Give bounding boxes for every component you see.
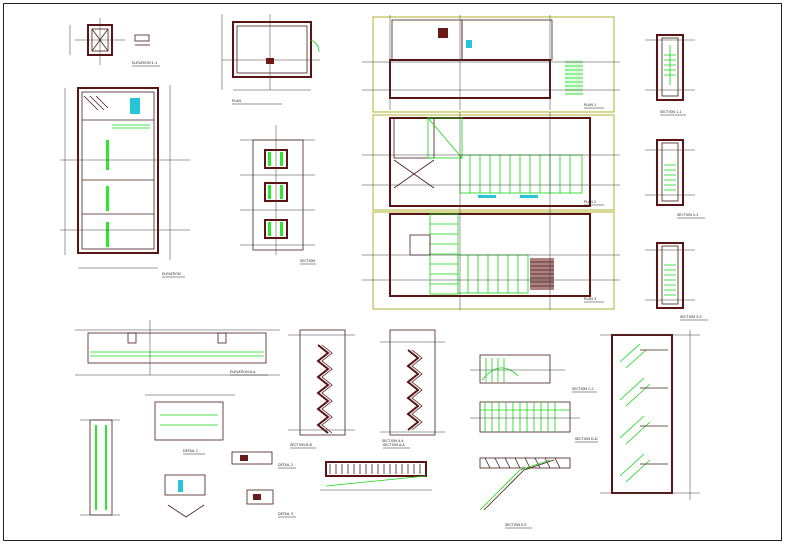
column-detail: [80, 419, 120, 516]
connection-detail-b: [246, 489, 274, 505]
beam-detail: [145, 394, 235, 441]
tall-stair-section: [600, 330, 700, 500]
stair-detail-1: [645, 34, 695, 101]
drawing-title: PLAN: [232, 99, 241, 103]
drawing-title: SECTION: [300, 259, 315, 263]
title-section-d-d: SECTION D-D: [575, 437, 598, 443]
stair-detail-2: [645, 139, 695, 206]
drawing-title: SECTION 2-2: [677, 213, 699, 217]
title-detail-1: DETAIL 1: [183, 449, 205, 455]
title-section-b-b: SECTION B-B: [290, 443, 316, 449]
drawing-title: ELEVATION: [162, 272, 181, 276]
title-detail-2: DETAIL 2: [278, 463, 296, 469]
drawing-title: SECTION B-B: [290, 443, 312, 447]
title-plan-3: PLAN 3: [584, 297, 604, 303]
stair-section-a-a: [380, 329, 445, 436]
window-section-detail: [240, 125, 315, 255]
title-plan-2: PLAN 2: [584, 200, 604, 206]
drawing-title: SECTION C-C: [572, 387, 595, 391]
stair-section-b-b: [288, 329, 355, 436]
plan-level-1: [362, 15, 620, 113]
title-section-4-4: SECTION 4-4: [382, 439, 404, 443]
footing-detail: [164, 474, 206, 518]
drawing-title: ELEVATION 1-1: [132, 61, 157, 65]
title-section-a-a: SECTION A-A: [383, 443, 410, 449]
drawing-title: ELEVATION A-A: [230, 370, 256, 374]
title-elevation-a-a: ELEVATION A-A: [230, 370, 268, 376]
title-plan-1: PLAN 1: [584, 103, 604, 109]
room-plan-detail: [221, 14, 320, 91]
drawing-title: SECTION 4-4: [382, 439, 404, 443]
sheet-border: [3, 3, 782, 541]
title-elevation-1-1: ELEVATION 1-1: [132, 61, 160, 67]
stair-detail-3: [645, 242, 695, 309]
title-section-2-2: SECTION 2-2: [677, 213, 705, 219]
left-tall-floor-plan: [60, 85, 190, 269]
connection-detail-a: [231, 451, 273, 465]
plan-level-2: [362, 112, 620, 211]
plan-level-3: [362, 210, 620, 310]
title-section-e-e: SECTION E-E: [505, 523, 532, 529]
stair-plan-c: [470, 354, 565, 384]
title-plan: PLAN: [232, 99, 282, 105]
title-section-3-3: SECTION 3-3: [680, 315, 708, 321]
drawing-title: DETAIL 2: [278, 463, 293, 467]
title-section: SECTION: [300, 259, 316, 265]
drawing-title: DETAIL 1: [183, 449, 198, 453]
title-section-c-c: SECTION C-C: [572, 387, 597, 393]
drawing-title: SECTION 3-3: [680, 315, 702, 319]
title-section-1-1: SECTION 1-1: [660, 110, 686, 116]
drawing-title: PLAN 1: [584, 103, 596, 107]
drawing-title: SECTION A-A: [383, 443, 405, 447]
title-detail-3: DETAIL 3: [278, 512, 296, 518]
drawing-title: PLAN 3: [584, 297, 596, 301]
drawing-title: PLAN 2: [584, 200, 596, 204]
stair-elevation-e: [479, 457, 571, 511]
drawing-title: SECTION E-E: [505, 523, 527, 527]
drawing-title: SECTION D-D: [575, 437, 598, 441]
small-plan-detail: [69, 18, 150, 65]
stair-plan-d: [470, 401, 580, 433]
long-elevation: [75, 320, 280, 376]
drawing-title: DETAIL 3: [278, 512, 293, 516]
title-elevation: ELEVATION: [162, 272, 185, 278]
ramp-section: [320, 461, 432, 491]
drawing-title: SECTION 1-1: [660, 110, 682, 114]
